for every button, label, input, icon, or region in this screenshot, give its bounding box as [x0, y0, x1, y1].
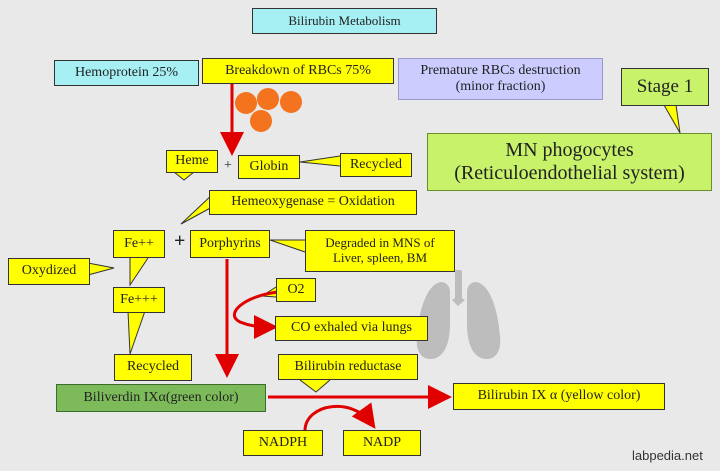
lungs-icon	[416, 270, 501, 360]
recycled-globin-box: Recycled	[340, 153, 412, 177]
pointer-degraded	[269, 239, 306, 253]
degraded-mns-box: Degraded in MNS of Liver, spleen, BM	[305, 230, 455, 272]
plus-sign-heme-globin: +	[224, 158, 232, 173]
hemoprotein-box: Hemoprotein 25%	[54, 60, 199, 86]
biliverdin-box: Biliverdin IXα(green color)	[56, 384, 266, 412]
nadph-box: NADPH	[243, 430, 323, 456]
hemeoxygenase-box: Hemeoxygenase = Oxidation	[209, 190, 417, 215]
rbc-circle	[280, 91, 302, 113]
arrow-o2-to-co	[232, 290, 279, 339]
rbc-circle	[257, 88, 279, 110]
degraded-line1: Degraded in MNS of	[325, 235, 435, 251]
breakdown-rbcs-box: Breakdown of RBCs 75%	[202, 58, 394, 84]
diagram-title: Bilirubin Metabolism	[252, 8, 437, 34]
rbc-circle	[250, 110, 272, 132]
reaction-arrows	[215, 84, 452, 431]
globin-box: Globin	[238, 155, 300, 179]
watermark: labpedia.net	[632, 448, 703, 463]
mn-line2: (Reticuloendothelial system)	[454, 162, 685, 184]
co-exhaled-box: CO exhaled via lungs	[275, 316, 428, 341]
oxydized-box: Oxydized	[8, 258, 90, 285]
pointer-oxydized	[87, 262, 115, 276]
pointer-reductase	[299, 379, 331, 393]
pointer-stage	[663, 104, 681, 134]
degraded-line2: Liver, spleen, BM	[332, 250, 428, 265]
rbc-circles	[235, 88, 302, 132]
porphyrins-box: Porphyrins	[190, 230, 270, 258]
fe3-box: Fe+++	[113, 287, 165, 313]
pointer-hemeoxygenase	[180, 192, 215, 225]
rbc-circle	[235, 92, 257, 114]
pointer-fe2	[129, 257, 149, 287]
o2-box: O2	[276, 278, 316, 302]
callout-pointers	[87, 104, 681, 393]
pointer-recycled-globin	[299, 155, 341, 167]
premature-line1: Premature RBCs destruction	[420, 62, 581, 78]
bilirubin-reductase-box: Bilirubin reductase	[278, 354, 418, 380]
stage-label: Stage 1	[621, 68, 709, 106]
bilirubin-box: Bilirubin IX α (yellow color)	[453, 383, 665, 410]
premature-rbcs-box: Premature RBCs destruction (minor fracti…	[398, 58, 603, 100]
arrow-nadph-to-nadp	[303, 402, 376, 431]
fe2-box: Fe++	[113, 230, 165, 258]
pointer-heme	[173, 171, 195, 181]
mn-line1: MN phogocytes	[505, 139, 634, 161]
recycled-fe-box: Recycled	[114, 354, 192, 381]
premature-line2: (minor fraction)	[455, 79, 546, 94]
heme-box: Heme	[166, 150, 218, 173]
plus-sign-fe-porphyrins: +	[174, 230, 186, 252]
mn-phogocytes-box: MN phogocytes (Reticuloendothelial syste…	[427, 133, 712, 191]
nadp-box: NADP	[343, 430, 421, 456]
pointer-fe3	[127, 310, 146, 355]
